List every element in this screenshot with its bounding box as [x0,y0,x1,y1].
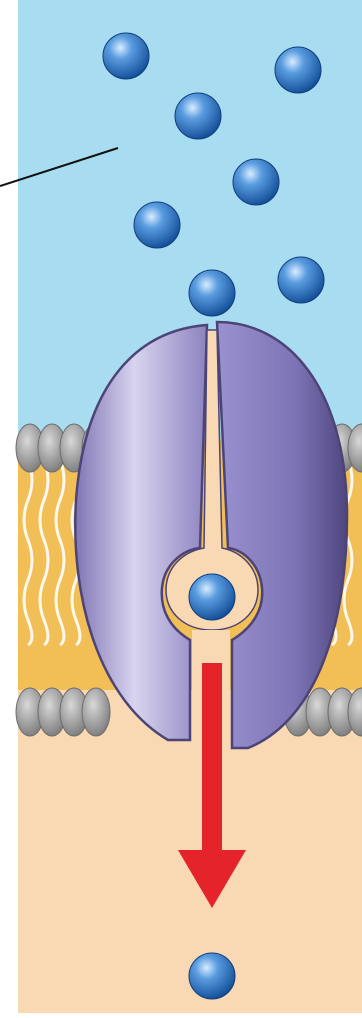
molecule-icon [189,953,235,999]
lipid-head [82,688,110,736]
molecule-icon [103,33,149,79]
molecule-icon [189,270,235,316]
molecule-icon [233,159,279,205]
molecule-icon [278,257,324,303]
molecule-icon [175,93,221,139]
molecule-icon [134,202,180,248]
molecule-icon [275,47,321,93]
molecule-icon [189,574,235,620]
